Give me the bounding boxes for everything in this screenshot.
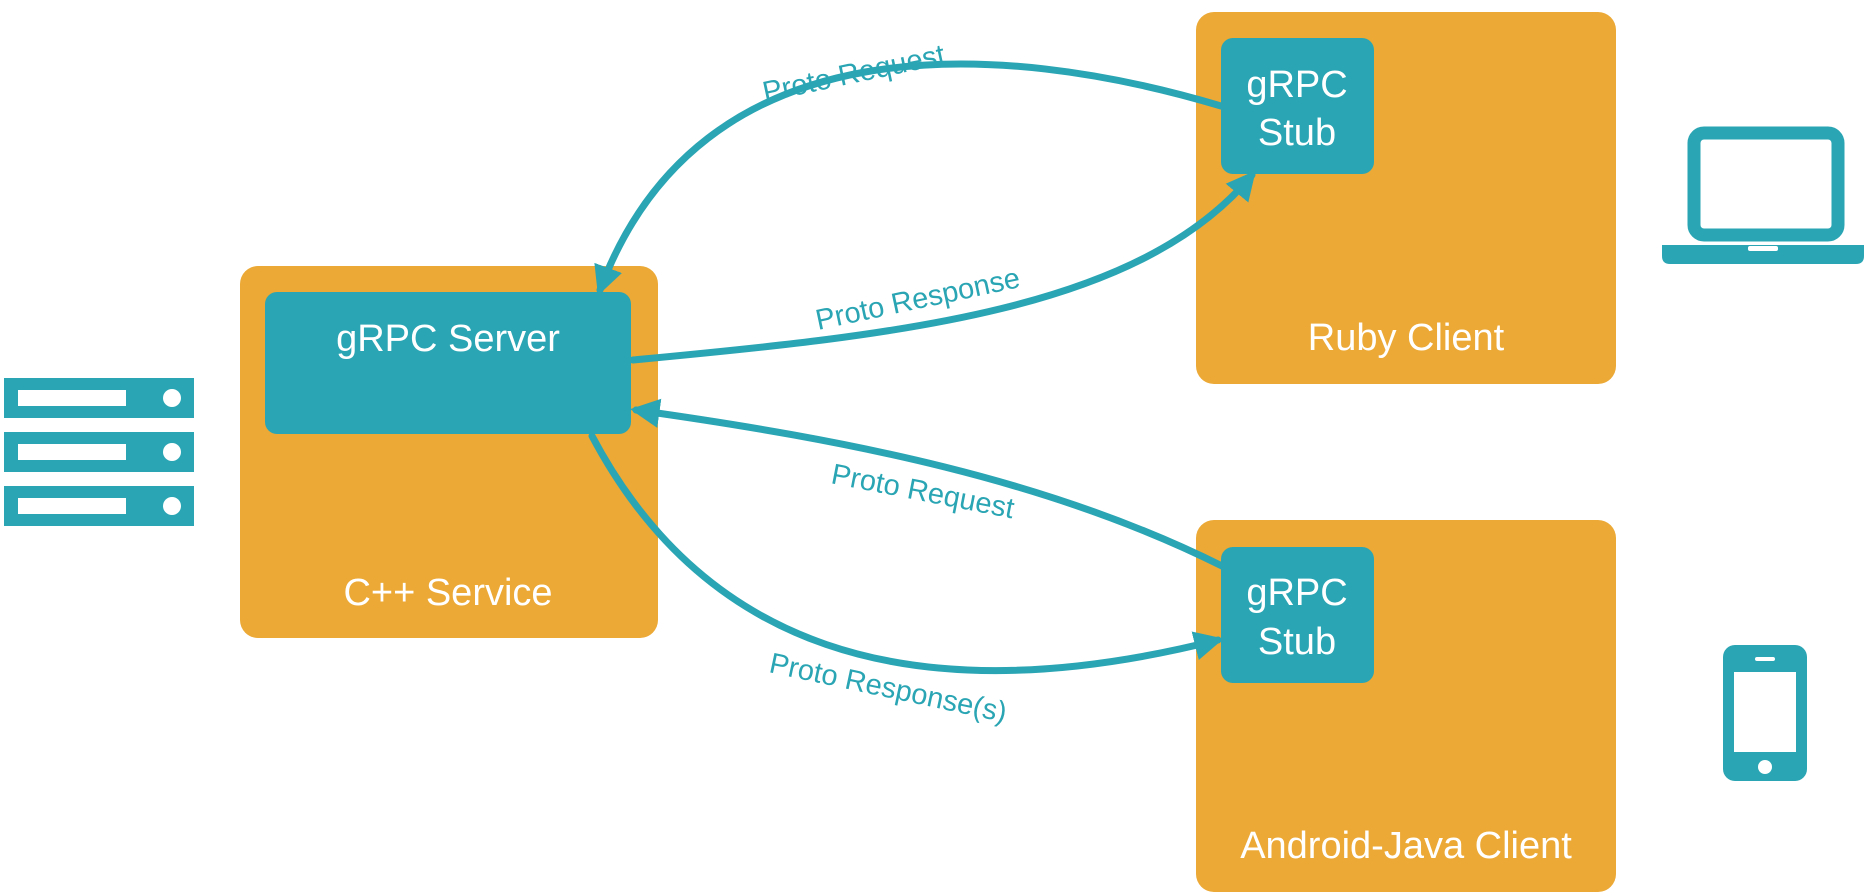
ruby-stub-label-line1: gRPC xyxy=(1246,64,1347,106)
ruby-grpc-stub-box xyxy=(1221,38,1374,174)
ruby-client-label: Ruby Client xyxy=(1308,317,1505,359)
cpp-service-label: C++ Service xyxy=(343,572,552,614)
ruby-stub-label-line2: Stub xyxy=(1258,112,1336,154)
ruby-response-arrow xyxy=(629,170,1256,364)
server-rack-icon xyxy=(4,378,194,526)
android-request-arrow xyxy=(630,398,1226,570)
android-stub-label-line1: gRPC xyxy=(1246,572,1347,614)
ruby-request-label: Proto Request xyxy=(760,39,948,109)
android-request-label: Proto Request xyxy=(829,458,1017,525)
smartphone-icon xyxy=(1723,645,1807,781)
laptop-icon xyxy=(1662,126,1864,264)
android-stub-label-line2: Stub xyxy=(1258,621,1336,663)
android-client-label: Android-Java Client xyxy=(1240,825,1572,867)
grpc-server-box xyxy=(265,292,631,434)
android-response-arrow xyxy=(588,432,1224,675)
ruby-request-arrow xyxy=(594,60,1225,296)
android-grpc-stub-box xyxy=(1221,547,1374,683)
grpc-server-label: gRPC Server xyxy=(336,318,560,360)
